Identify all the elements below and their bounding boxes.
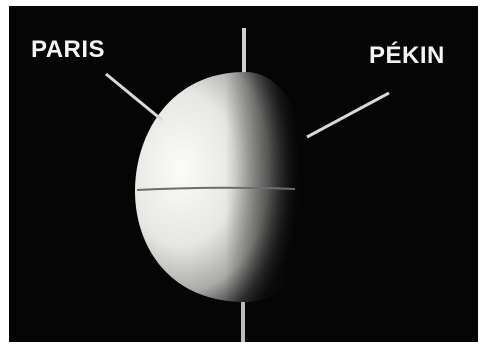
pekin-label: PÉKIN [369,44,445,68]
paris-pointer-line [106,74,162,120]
pekin-pointer-line [307,93,389,137]
globe [135,72,299,302]
photo-frame: PARIS PÉKIN [9,6,478,342]
paris-label: PARIS [31,38,105,62]
